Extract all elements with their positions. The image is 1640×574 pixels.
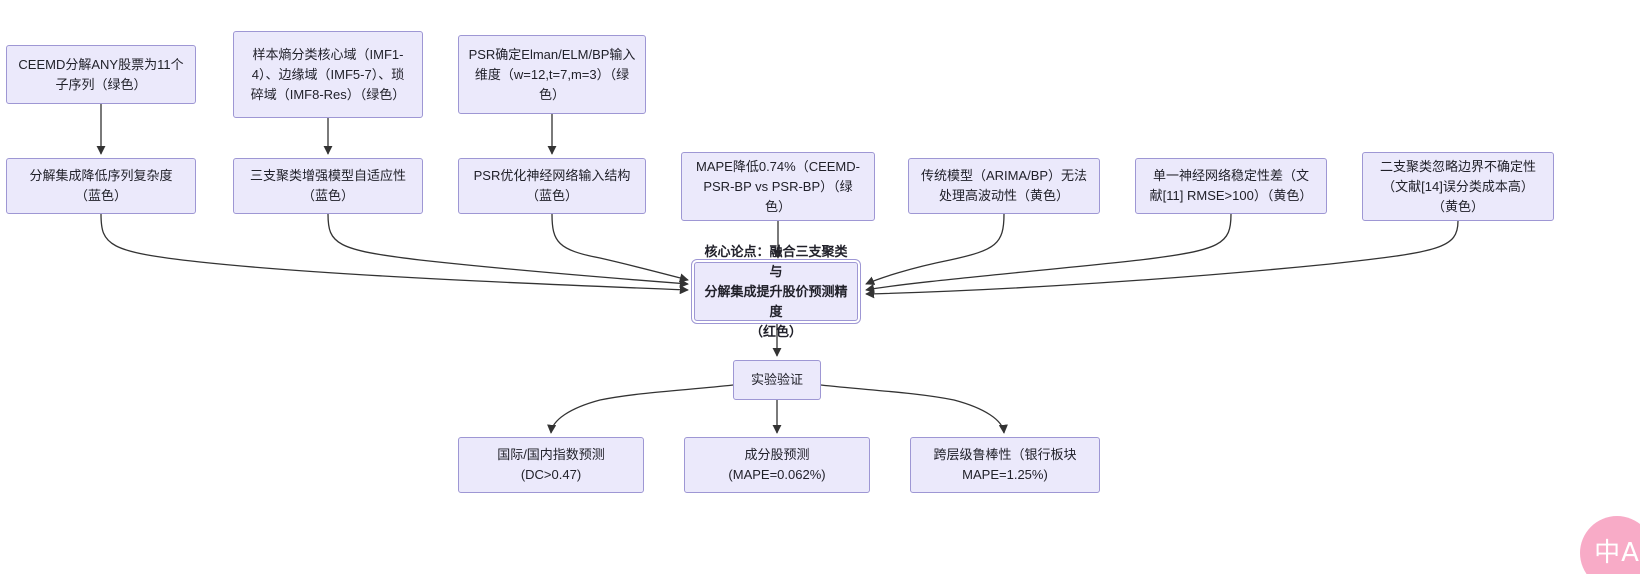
node-label: 分解集成降低序列复杂度 （蓝色） (29, 168, 173, 203)
node-label: 跨层级鲁棒性（银行板块 MAPE=1.25%) (933, 447, 1077, 482)
node-label: 三支聚类增强模型自适应性 （蓝色） (249, 168, 406, 203)
node-label: 成分股预测 (MAPE=0.062%) (728, 447, 826, 482)
node-label: MAPE降低0.74%（CEEMD- PSR-BP vs PSR-BP）（绿 色… (696, 158, 860, 214)
node-single-nn-instability[interactable]: 单一神经网络稳定性差（文 献[11] RMSE>100）（黄色） (1135, 158, 1327, 214)
node-core-thesis[interactable]: 核心论点：融合三支聚类与 分解集成提升股价预测精度 （红色） (691, 244, 861, 339)
watermark-badge: 中A (1580, 516, 1640, 574)
node-decomposition-reduces-complexity[interactable]: 分解集成降低序列复杂度 （蓝色） (6, 158, 196, 214)
edge-exp-r3 (820, 384, 1008, 434)
edge-n5-core (327, 213, 689, 288)
node-result-index-forecast[interactable]: 国际/国内指数预测 (DC>0.47) (458, 437, 644, 493)
node-traditional-models-limitation[interactable]: 传统模型（ARIMA/BP）无法 处理高波动性（黄色） (908, 158, 1100, 214)
node-label: CEEMD分解ANY股票为11个 子序列（绿色） (18, 56, 184, 92)
node-label: 国际/国内指数预测 (DC>0.47) (497, 447, 605, 482)
node-sample-entropy-classification[interactable]: 样本熵分类核心域（IMF1- 4）、边缘域（IMF5-7）、琐 碎域（IMF8-… (233, 31, 423, 118)
node-label: 样本熵分类核心域（IMF1- 4）、边缘域（IMF5-7）、琐 碎域（IMF8-… (250, 46, 406, 102)
node-label: PSR优化神经网络输入结构 （蓝色） (473, 168, 631, 203)
node-result-cross-level-robustness[interactable]: 跨层级鲁棒性（银行板块 MAPE=1.25%) (910, 437, 1100, 493)
node-label: 核心论点：融合三支聚类与 分解集成提升股价预测精度 （红色） (704, 243, 848, 339)
node-experimental-validation[interactable]: 实验验证 (733, 360, 821, 400)
node-label: PSR确定Elman/ELM/BP输入 维度（w=12,t=7,m=3）（绿 色… (468, 46, 636, 102)
edge-exp-r1 (547, 384, 734, 434)
node-result-constituent-stock-forecast[interactable]: 成分股预测 (MAPE=0.062%) (684, 437, 870, 493)
node-mape-reduction[interactable]: MAPE降低0.74%（CEEMD- PSR-BP vs PSR-BP）（绿 色… (681, 152, 875, 221)
node-three-way-clustering-adaptivity[interactable]: 三支聚类增强模型自适应性 （蓝色） (233, 158, 423, 214)
node-psr-optimizes-nn-input[interactable]: PSR优化神经网络输入结构 （蓝色） (458, 158, 646, 214)
node-label: 二支聚类忽略边界不确定性 （文献[14]误分类成本高） （黄色） (1379, 158, 1536, 214)
node-label: 传统模型（ARIMA/BP）无法 处理高波动性（黄色） (920, 168, 1088, 203)
edge-n8-core (865, 213, 1005, 285)
node-two-way-clustering-boundary[interactable]: 二支聚类忽略边界不确定性 （文献[14]误分类成本高） （黄色） (1362, 152, 1554, 221)
node-label: 单一神经网络稳定性差（文 献[11] RMSE>100）（黄色） (1149, 168, 1313, 203)
node-ceemd-decomposition[interactable]: CEEMD分解ANY股票为11个 子序列（绿色） (6, 45, 196, 104)
edge-n10-core (865, 220, 1459, 299)
node-label: 实验验证 (750, 372, 803, 387)
edge-n6-core (551, 213, 689, 283)
edge-n4-core (100, 213, 689, 295)
edge-n9-core (865, 213, 1232, 294)
node-psr-input-dimension[interactable]: PSR确定Elman/ELM/BP输入 维度（w=12,t=7,m=3）（绿 色… (458, 35, 646, 114)
